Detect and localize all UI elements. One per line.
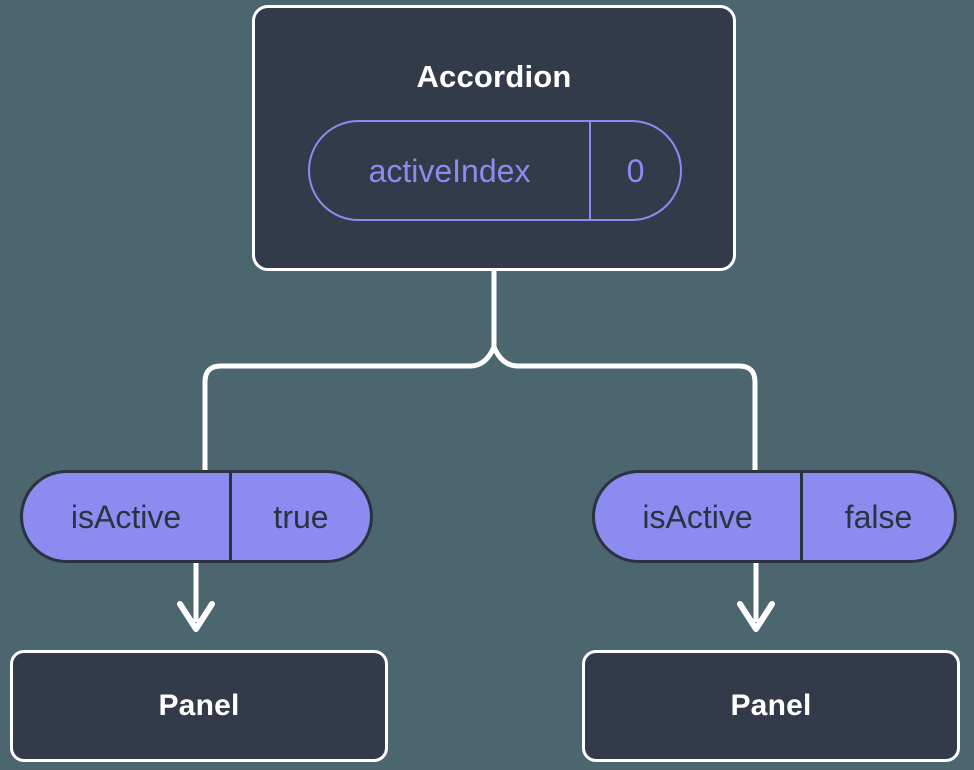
prop-pill-left-key: isActive xyxy=(70,498,182,535)
component-title-accordion: Accordion xyxy=(416,59,572,94)
component-title-panel-right: Panel xyxy=(730,689,812,722)
prop-pill-is-active-true[interactable]: isActive true xyxy=(20,470,373,563)
arrow-left xyxy=(177,563,215,632)
prop-pill-right-key: isActive xyxy=(642,498,753,535)
arrow-right xyxy=(737,563,775,632)
prop-pill-is-active-false[interactable]: isActive false xyxy=(592,470,957,563)
state-pill-value: 0 xyxy=(589,122,680,219)
component-title-panel-left: Panel xyxy=(158,689,240,722)
component-card-panel-left[interactable]: Panel xyxy=(10,650,388,762)
component-card-panel-right[interactable]: Panel xyxy=(582,650,960,762)
state-pill-key: activeIndex xyxy=(368,152,531,189)
state-pill-active-index[interactable]: activeIndex 0 xyxy=(308,120,682,221)
prop-pill-right-value: false xyxy=(800,473,954,560)
prop-pill-left-value: true xyxy=(229,473,370,560)
branch-connector xyxy=(202,344,758,473)
